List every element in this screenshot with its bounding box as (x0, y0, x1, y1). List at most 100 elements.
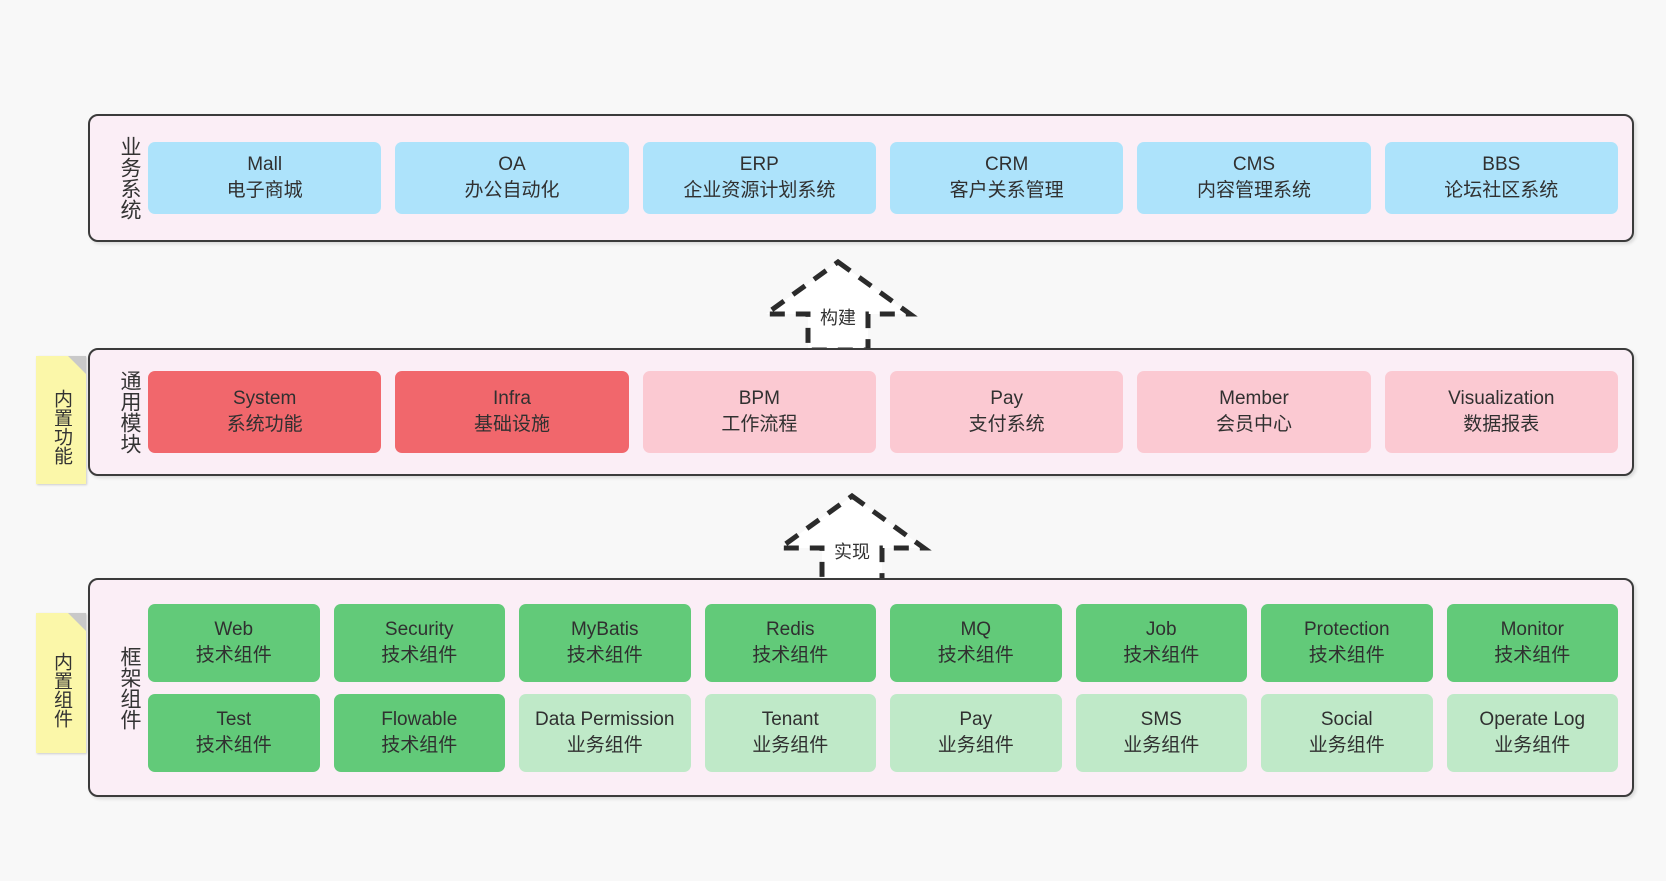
framework-card-tenant[interactable]: Tenant 业务组件 (704, 693, 876, 772)
card-subtitle: 业务组件 (752, 734, 829, 756)
framework-card-mybatis[interactable]: MyBatis 技术组件 (519, 603, 691, 682)
card-title: SMS (1140, 708, 1182, 730)
card-title: Web (214, 618, 254, 640)
framework-card-pay[interactable]: Pay 业务组件 (890, 693, 1062, 772)
note-fold-corner-icon (68, 613, 86, 631)
build-arrow: 构建 (758, 258, 918, 354)
card-title: MyBatis (570, 618, 639, 640)
card-title: Job (1145, 618, 1177, 640)
framework-card-web[interactable]: Web 技术组件 (148, 603, 320, 682)
card-title: Mall (247, 154, 283, 175)
card-subtitle: 电子商城 (226, 180, 303, 201)
module-card-bpm[interactable]: BPM 工作流程 (642, 371, 876, 453)
card-subtitle: 工作流程 (721, 414, 798, 435)
framework-card-social[interactable]: Social 业务组件 (1261, 693, 1433, 772)
card-subtitle: 业务组件 (1308, 734, 1385, 756)
card-title: Protection (1303, 618, 1390, 640)
card-subtitle: 技术组件 (1308, 644, 1385, 666)
framework-components-label: 框架组件 (118, 645, 141, 730)
card-title: ERP (739, 154, 779, 175)
business-card-crm[interactable]: CRM 客户关系管理 (889, 142, 1124, 214)
builtin-functions-note: 内置功能 (36, 356, 86, 484)
builtin-functions-note-label: 内置功能 (51, 389, 72, 465)
card-subtitle: 业务组件 (1494, 734, 1571, 756)
card-title: Social (1320, 708, 1373, 730)
framework-card-operate-log[interactable]: Operate Log 业务组件 (1446, 693, 1618, 772)
card-title: Visualization (1448, 388, 1555, 409)
card-title: Pay (959, 708, 993, 730)
card-subtitle: 业务组件 (566, 734, 643, 756)
card-subtitle: 业务组件 (1123, 734, 1200, 756)
business-card-mall[interactable]: Mall 电子商城 (148, 142, 382, 214)
general-modules-card-list: System 系统功能 Infra 基础设施 BPM 工作流程 Pay 支付系统 Member 会… (142, 371, 1632, 453)
card-subtitle: 支付系统 (968, 414, 1045, 435)
framework-card-monitor[interactable]: Monitor 技术组件 (1446, 603, 1618, 682)
card-title: Member (1219, 388, 1289, 409)
card-subtitle: 论坛社区系统 (1444, 180, 1559, 201)
card-title: Redis (765, 618, 815, 640)
framework-card-mq[interactable]: MQ 技术组件 (890, 603, 1062, 682)
card-title: Security (384, 618, 454, 640)
framework-card-flowable[interactable]: Flowable 技术组件 (333, 693, 505, 772)
card-subtitle: 技术组件 (381, 734, 458, 756)
card-title: BBS (1482, 154, 1521, 175)
card-title: CRM (985, 154, 1029, 175)
framework-card-security[interactable]: Security 技术组件 (333, 603, 505, 682)
business-card-erp[interactable]: ERP 企业资源计划系统 (642, 142, 876, 214)
card-subtitle: 技术组件 (566, 644, 643, 666)
card-subtitle: 技术组件 (1123, 644, 1200, 666)
builtin-components-note-label: 内置组件 (51, 652, 72, 728)
business-card-oa[interactable]: OA 办公自动化 (395, 142, 629, 214)
module-card-member[interactable]: Member 会员中心 (1137, 371, 1371, 453)
business-card-bbs[interactable]: BBS 论坛社区系统 (1384, 142, 1618, 214)
framework-card-redis[interactable]: Redis 技术组件 (704, 603, 876, 682)
card-subtitle: 基础设施 (473, 414, 550, 435)
module-card-system[interactable]: System 系统功能 (148, 371, 382, 453)
general-modules-layer: 通用模块 System 系统功能 Infra 基础设施 BPM 工作流程 Pay 支付系统 Me… (88, 348, 1634, 476)
card-title: Flowable (381, 708, 458, 730)
card-subtitle: 数据报表 (1463, 414, 1540, 435)
card-subtitle: 企业资源计划系统 (683, 180, 836, 201)
card-title: MQ (960, 618, 992, 640)
card-subtitle: 系统功能 (226, 414, 303, 435)
card-title: Infra (492, 388, 531, 409)
card-subtitle: 客户关系管理 (949, 180, 1064, 201)
framework-card-data-permission[interactable]: Data Permission 业务组件 (519, 693, 691, 772)
card-subtitle: 技术组件 (195, 734, 272, 756)
framework-card-sms[interactable]: SMS 业务组件 (1075, 693, 1247, 772)
card-title: BPM (738, 388, 780, 409)
card-title: Monitor (1500, 618, 1564, 640)
business-systems-label: 业务系统 (118, 136, 141, 220)
card-subtitle: 会员中心 (1215, 414, 1292, 435)
card-title: Operate Log (1479, 708, 1586, 730)
note-fold-corner-icon (68, 356, 86, 374)
card-title: Test (216, 708, 252, 730)
card-subtitle: 技术组件 (381, 644, 458, 666)
card-title: Data Permission (535, 708, 675, 730)
card-title: System (232, 388, 297, 409)
card-subtitle: 办公自动化 (464, 180, 560, 201)
framework-card-test[interactable]: Test 技术组件 (148, 693, 320, 772)
general-modules-label: 通用模块 (118, 370, 141, 454)
card-subtitle: 技术组件 (752, 644, 829, 666)
card-title: Pay (990, 388, 1024, 409)
framework-card-job[interactable]: Job 技术组件 (1075, 603, 1247, 682)
card-title: OA (498, 154, 526, 175)
card-subtitle: 技术组件 (1494, 644, 1571, 666)
card-title: Tenant (761, 708, 819, 730)
framework-card-protection[interactable]: Protection 技术组件 (1261, 603, 1433, 682)
module-card-infra[interactable]: Infra 基础设施 (395, 371, 629, 453)
card-subtitle: 业务组件 (937, 734, 1014, 756)
implement-arrow: 实现 (772, 492, 932, 588)
module-card-visualization[interactable]: Visualization 数据报表 (1384, 371, 1618, 453)
module-card-pay[interactable]: Pay 支付系统 (889, 371, 1124, 453)
card-subtitle: 内容管理系统 (1196, 180, 1311, 201)
card-subtitle: 技术组件 (937, 644, 1014, 666)
card-subtitle: 技术组件 (195, 644, 272, 666)
